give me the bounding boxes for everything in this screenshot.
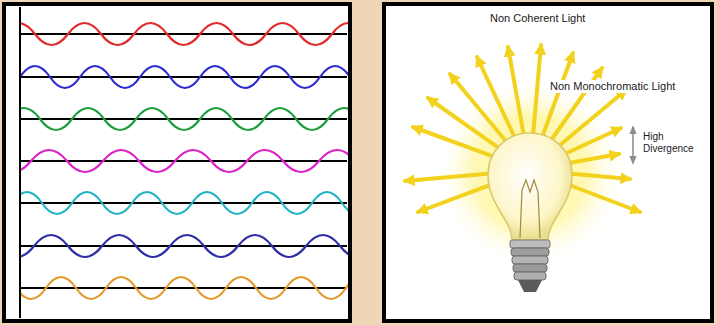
- magenta-wave: [21, 150, 348, 172]
- bulb-panel: [384, 4, 712, 321]
- darkblue-wave: [21, 235, 348, 257]
- light-bulb: [488, 133, 572, 292]
- panel-frame: [384, 4, 712, 321]
- blue-wave: [21, 66, 348, 88]
- annotation-label: High Divergence: [641, 131, 707, 155]
- green-wave: [21, 108, 348, 130]
- cyan-wave: [21, 192, 348, 214]
- orange-wave: [21, 277, 348, 299]
- annotation-label: Non Coherent Light: [488, 12, 587, 25]
- wave-panel: [0, 4, 391, 321]
- waves: [21, 23, 348, 299]
- panel-frame: [4, 4, 350, 321]
- annotation-label: Non Monochromatic Light: [548, 80, 677, 93]
- red-wave: [21, 23, 348, 45]
- divergence-arrow: [632, 127, 634, 163]
- glow: [435, 77, 625, 267]
